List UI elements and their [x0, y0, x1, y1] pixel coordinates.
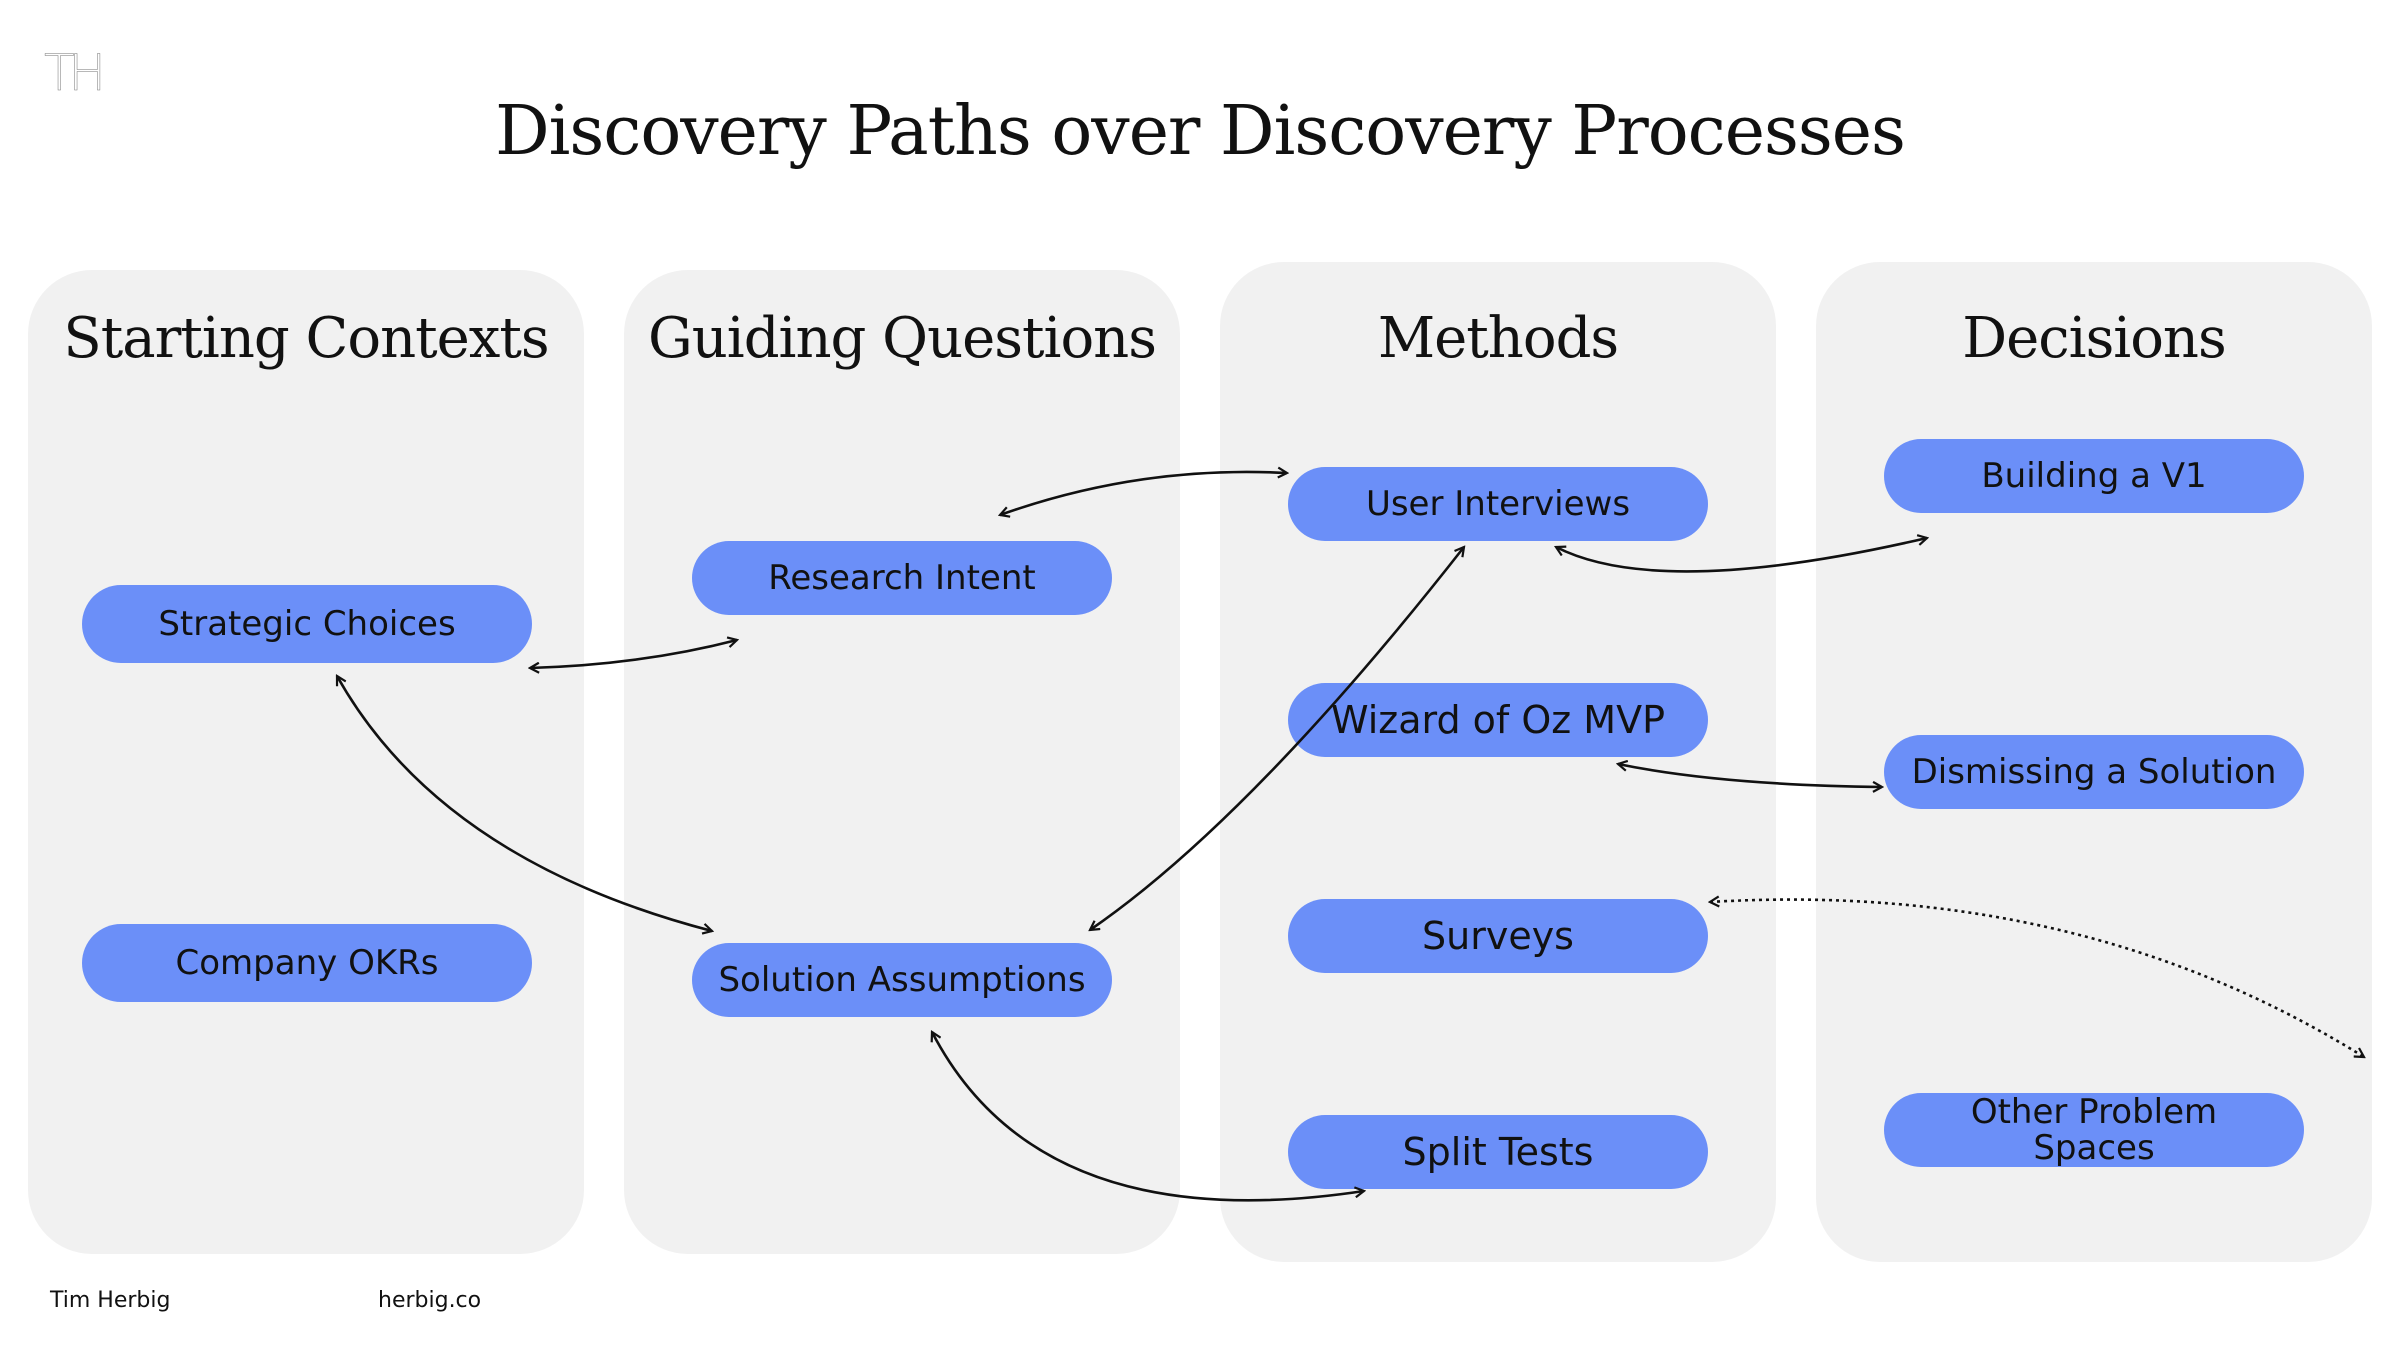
node-building-a-v1[interactable]: Building a V1 — [1884, 439, 2304, 513]
column-heading: Methods — [1377, 306, 1619, 371]
footer-author: Tim Herbig — [50, 1288, 171, 1313]
arrow-solution-assumptions-split-tests — [932, 1032, 1364, 1202]
column-heading: Starting Contexts — [63, 306, 549, 371]
logo: TH — [44, 44, 107, 103]
column-heading: Guiding Questions — [648, 306, 1157, 371]
footer-site[interactable]: herbig.co — [378, 1288, 482, 1313]
arrow-strategic-choices-research-intent — [530, 640, 737, 668]
arrow-strategic-choices-solution-assumptions — [335, 676, 712, 931]
node-strategic-choices[interactable]: Strategic Choices — [82, 585, 532, 663]
arrow-solution-assumptions-user-interviews — [1090, 547, 1464, 930]
arrow-user-interviews-building-a-v1 — [1556, 538, 1927, 573]
node-research-intent[interactable]: Research Intent — [692, 541, 1112, 615]
node-user-interviews[interactable]: User Interviews — [1288, 467, 1708, 541]
node-solution-assumptions[interactable]: Solution Assumptions — [692, 943, 1112, 1017]
arrow-research-intent-user-interviews — [1000, 472, 1287, 515]
node-company-okrs[interactable]: Company OKRs — [82, 924, 532, 1002]
column-heading: Decisions — [1962, 306, 2226, 371]
arrow-wizard-of-oz-dismissing-a-solution — [1618, 764, 1882, 787]
node-dismissing-a-solution[interactable]: Dismissing a Solution — [1884, 735, 2304, 809]
page-title: Discovery Paths over Discovery Processes — [495, 92, 1906, 171]
arrow-surveys-other-problem-spaces — [1710, 900, 2364, 1057]
node-other-problem-spaces[interactable]: Other Problem Spaces — [1884, 1093, 2304, 1167]
node-surveys[interactable]: Surveys — [1288, 899, 1708, 973]
